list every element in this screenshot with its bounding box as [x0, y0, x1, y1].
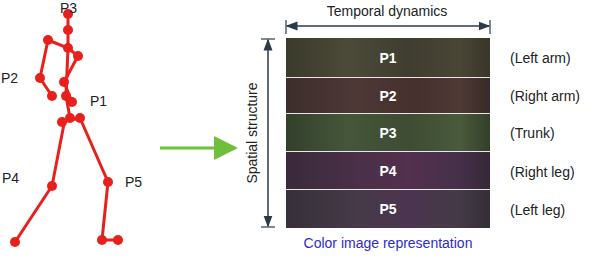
transform-arrow [160, 147, 232, 150]
part-label: P4 [379, 163, 396, 179]
joint-group-label: P3 [60, 0, 77, 17]
part-label: P2 [379, 88, 396, 104]
part-name: (Left leg) [510, 202, 565, 219]
part-label: P1 [379, 50, 396, 66]
image-band: P4 [286, 152, 490, 190]
part-label: P5 [379, 201, 396, 217]
axis-label: Temporal dynamics [327, 3, 448, 20]
image-band: P2 [286, 78, 490, 114]
tick [261, 226, 275, 227]
joint-group-label: P5 [125, 174, 142, 191]
tick [489, 20, 490, 34]
spatial-arrow [267, 40, 269, 226]
joint-group-label: P2 [1, 70, 18, 87]
part-label: P3 [379, 125, 396, 141]
skeleton-joints [10, 9, 123, 247]
axis-label: Spatial structure [244, 82, 261, 183]
joint-group-label: P1 [90, 93, 107, 110]
tick [285, 20, 286, 34]
part-name: (Trunk) [510, 125, 555, 142]
part-name: (Right arm) [510, 88, 580, 105]
joint-group-label: P4 [2, 170, 19, 187]
image-band: P1 [286, 38, 490, 78]
temporal-arrow [287, 25, 489, 27]
part-name: (Right leg) [510, 164, 575, 181]
image-band: P3 [286, 114, 490, 152]
image-band: P5 [286, 190, 490, 228]
part-name: (Left arm) [510, 50, 571, 67]
skeleton-figure [15, 14, 118, 242]
image-caption: Color image representation [304, 235, 473, 252]
tick [261, 38, 275, 39]
